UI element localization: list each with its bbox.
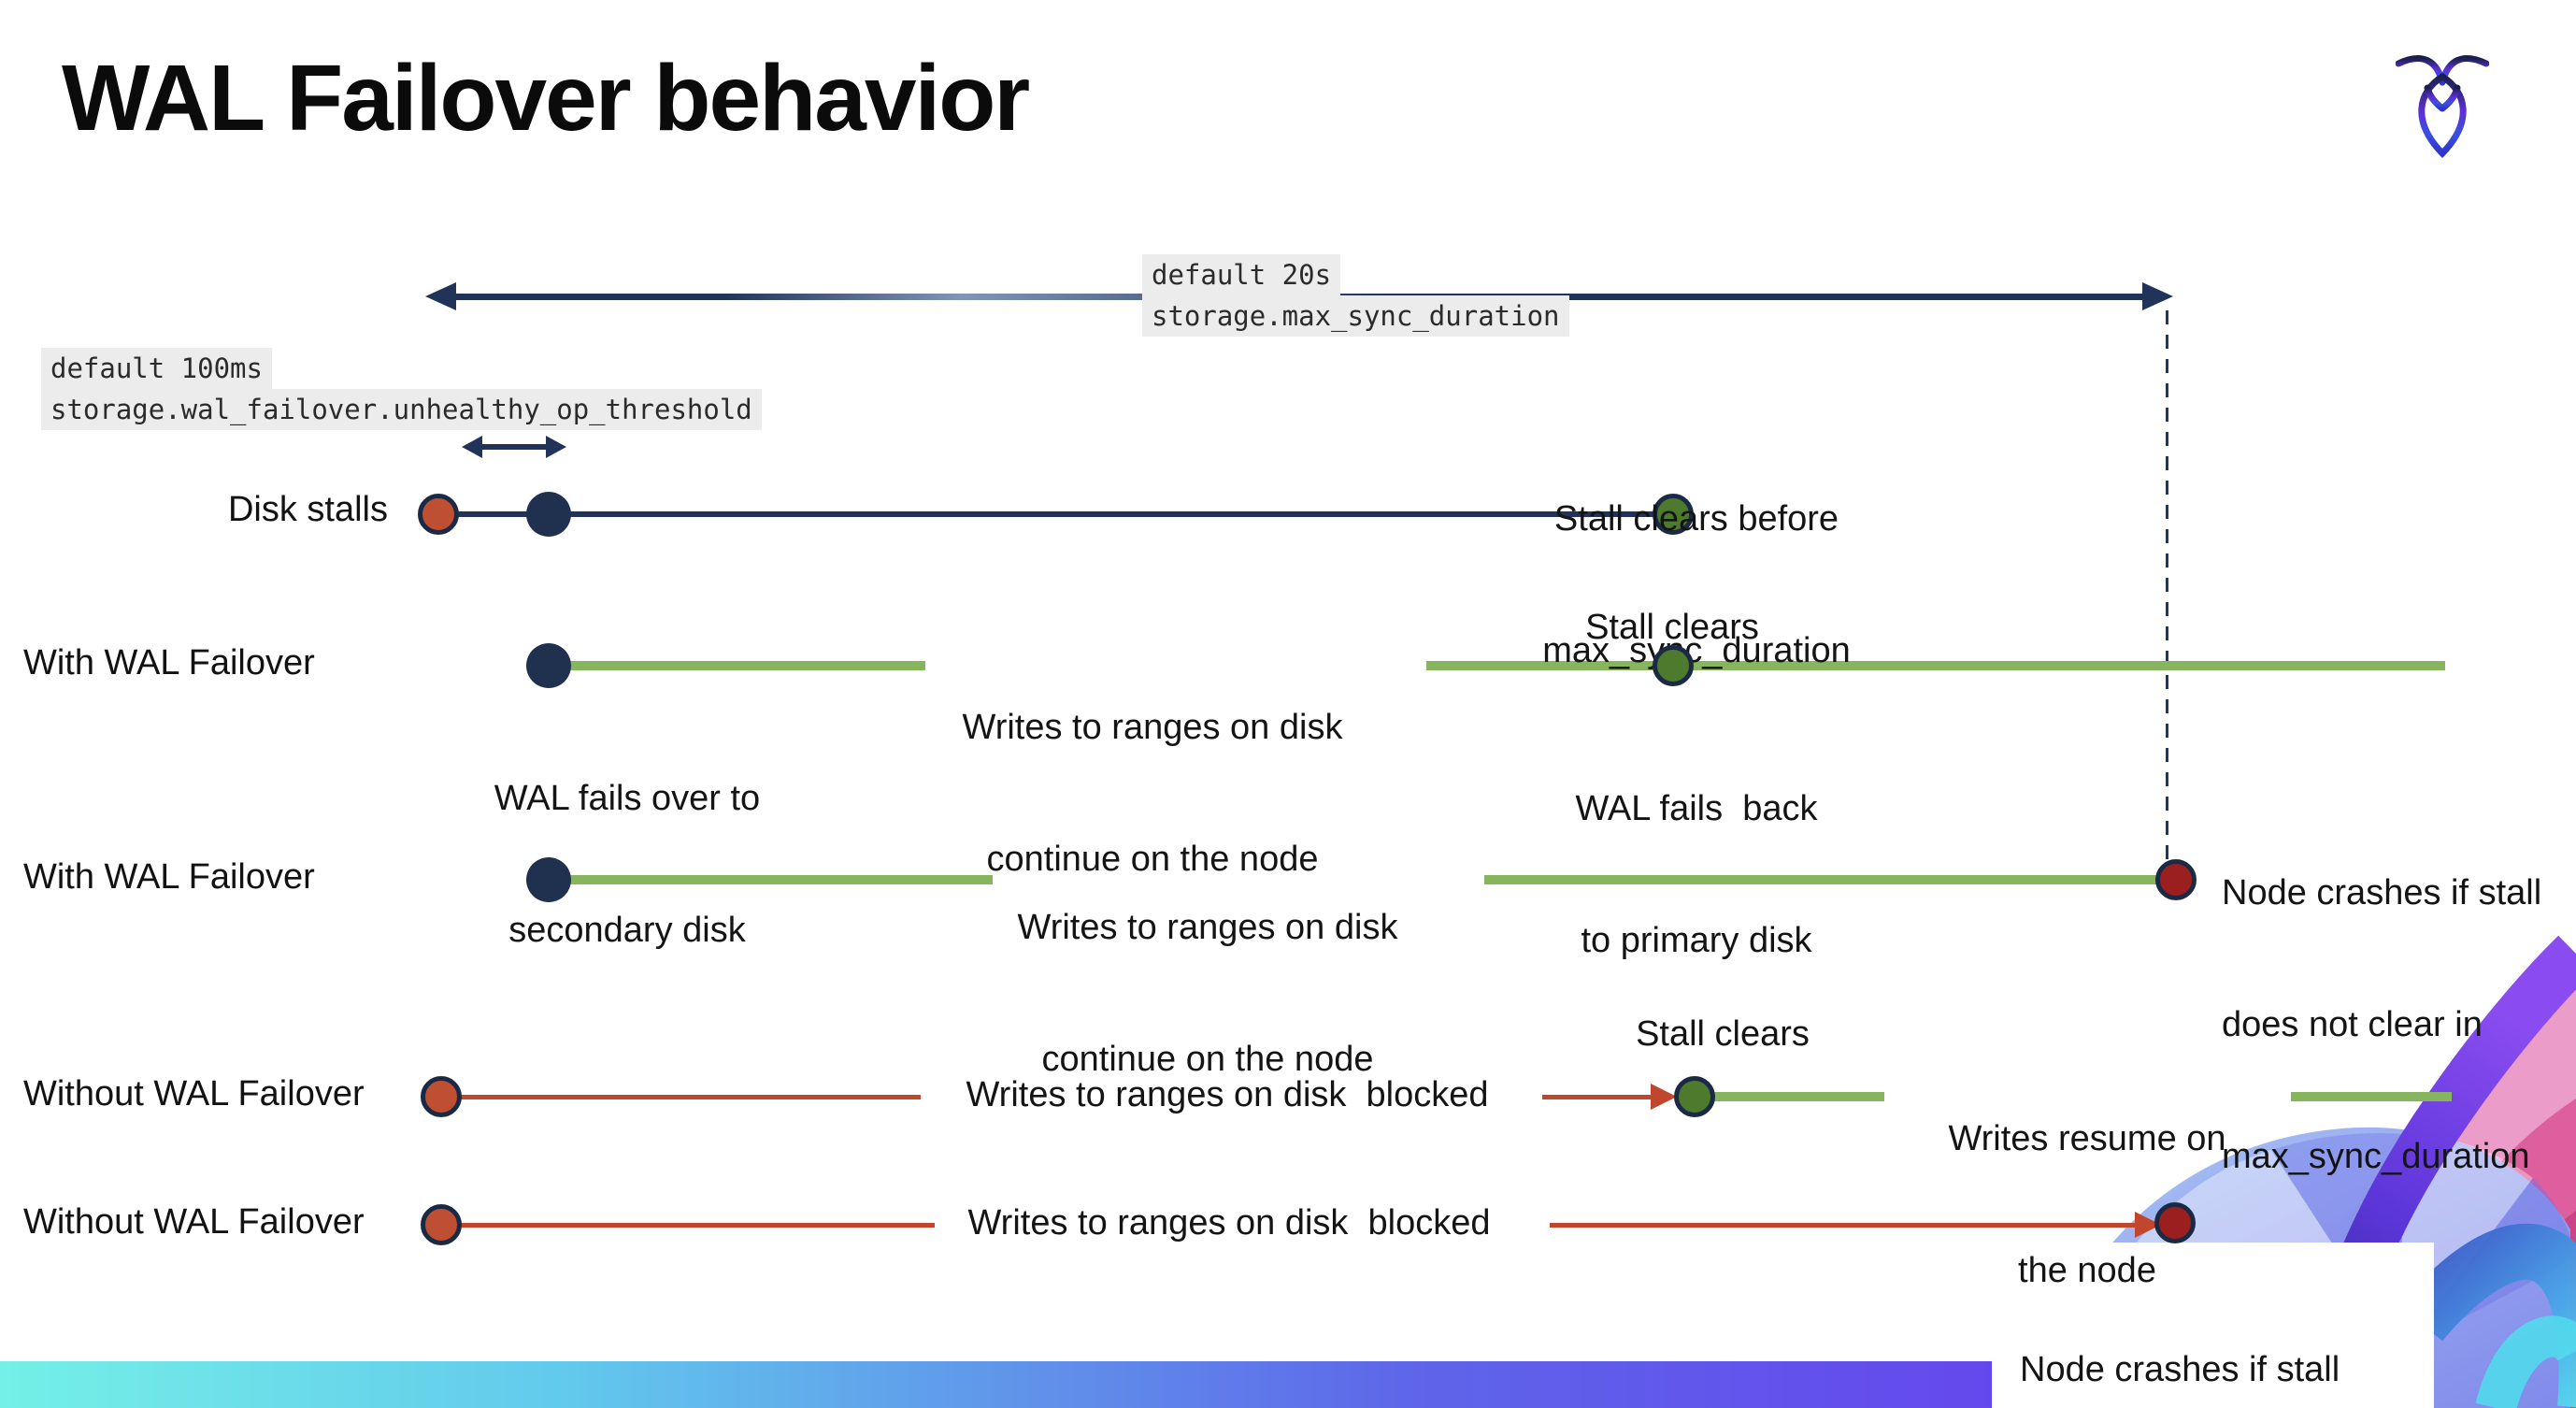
red-arrow-head-icon — [1651, 1084, 1677, 1110]
stall-clears-annotation-row2: Stall clears — [1585, 608, 1759, 647]
writes-continue-annotation-row2: Writes to ranges on disk continue on the… — [962, 708, 1343, 879]
stall-clear-dot-row4 — [1674, 1076, 1715, 1117]
green-segment — [561, 661, 925, 670]
page-title: WAL Failover behavior — [62, 46, 1030, 151]
node-crashes-info-box — [1992, 1243, 2434, 1408]
writes-continue-annotation-row3: Writes to ranges on disk continue on the… — [1017, 908, 1398, 1079]
threshold-arrow — [477, 444, 551, 450]
stall-clear-dot-row2 — [1653, 645, 1694, 686]
failover-dot-row3 — [526, 857, 571, 902]
green-segment — [1713, 1092, 1884, 1101]
red-segment — [453, 1095, 921, 1099]
node-crashes-annotation-row3: Node crashes if stall does not clear in … — [2222, 873, 2542, 1176]
green-segment — [1683, 661, 2445, 670]
writes-blocked-annotation-row4: Writes to ranges on disk blocked — [966, 1075, 1489, 1114]
unhealthy-op-default-label: default 100ms — [41, 348, 272, 389]
red-segment — [456, 1223, 935, 1228]
failover-trigger-dot — [526, 492, 571, 537]
disk-stall-dot-row5 — [421, 1204, 462, 1245]
stall-clears-before-annotation: Stall clears before max_sync_duration — [1542, 499, 1851, 670]
green-segment — [1484, 875, 2165, 884]
stall-clear-dot-row1 — [1653, 494, 1694, 535]
node-crashes-annotation-row5: Node crashes if stall does not clear in … — [2020, 1350, 2340, 1389]
row-label-with-wal-failover-2: With WAL Failover — [23, 857, 315, 897]
max-sync-default-label: default 20s — [1142, 254, 1341, 295]
writes-blocked-annotation-row5: Writes to ranges on disk blocked — [967, 1203, 1491, 1243]
row-label-without-wal-failover-1: Without WAL Failover — [23, 1074, 365, 1113]
arrow-right-head-icon — [2142, 282, 2173, 310]
row-label-disk-stalls: Disk stalls — [227, 490, 388, 529]
arrow-left-head-icon — [425, 282, 456, 310]
writes-resume-annotation: Writes resume on the node — [1948, 1119, 2226, 1290]
unhealthy-op-setting-label: storage.wal_failover.unhealthy_op_thresh… — [41, 389, 762, 430]
green-segment — [1426, 661, 1661, 670]
green-segment — [561, 875, 993, 884]
stall-clears-annotation-row4: Stall clears — [1636, 1014, 1810, 1054]
wal-fails-back-annotation: WAL fails back to primary disk — [1575, 789, 1818, 960]
threshold-arrow-right-head-icon — [546, 436, 566, 458]
node-crash-dot-row3 — [2155, 859, 2197, 900]
cockroachdb-logo-icon — [2395, 49, 2490, 159]
timeline-row1 — [438, 511, 1673, 517]
red-segment — [1550, 1223, 2135, 1228]
node-crash-dot-row5 — [2154, 1202, 2196, 1243]
row-label-without-wal-failover-2: Without WAL Failover — [23, 1202, 365, 1242]
max-sync-duration-dashed-line — [2166, 310, 2168, 860]
threshold-arrow-left-head-icon — [462, 436, 482, 458]
green-segment — [2291, 1092, 2452, 1101]
disk-stall-dot-row4 — [421, 1076, 462, 1117]
red-segment — [1542, 1095, 1651, 1099]
wal-fails-over-annotation: WAL fails over to secondary disk — [494, 779, 761, 950]
max-sync-setting-label: storage.max_sync_duration — [1142, 295, 1569, 337]
disk-stall-dot — [418, 494, 459, 535]
failover-dot-row2 — [526, 643, 571, 688]
row-label-with-wal-failover-1: With WAL Failover — [23, 643, 315, 682]
